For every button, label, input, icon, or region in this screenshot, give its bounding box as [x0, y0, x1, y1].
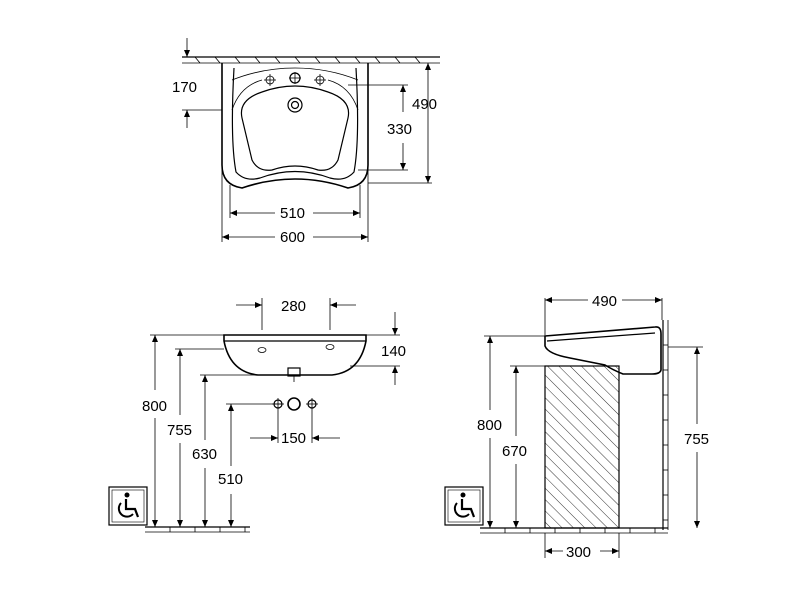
dim-tap-depth-label: 170	[172, 79, 197, 96]
side-view: 490	[444, 293, 709, 561]
dim-projection: 490	[544, 293, 663, 335]
wall-side	[662, 320, 669, 530]
dim-rim-height-front: 800	[142, 335, 167, 527]
dim-inner-width-label: 510	[280, 205, 305, 222]
dim-bowl-depth-label: 330	[387, 121, 412, 138]
dim-trap-height: 630	[192, 375, 217, 527]
wheelchair-icon	[444, 486, 484, 526]
top-view: 170 490 330 510	[172, 38, 440, 246]
dim-bowl-width: 280	[236, 298, 356, 330]
dim-rim-height-side: 800	[477, 335, 545, 528]
dim-bowl-depth: 330	[348, 84, 412, 171]
dim-pedestal-width-label: 300	[566, 544, 591, 561]
wheelchair-icon	[108, 486, 148, 526]
dim-bowl-width-label: 280	[281, 298, 306, 315]
dim-height-basin: 140	[350, 312, 406, 385]
dim-supply-height-label: 510	[218, 471, 243, 488]
dim-bracket-height: 755	[668, 346, 709, 528]
dim-rim-height-front-label: 800	[142, 398, 167, 415]
dim-total-depth-label: 490	[412, 96, 437, 113]
supply-connections	[272, 397, 318, 443]
pedestal-side	[544, 365, 620, 529]
basin-outline-front	[223, 334, 367, 376]
basin-bowl-top	[240, 85, 350, 171]
dim-supply-spacing: 150	[250, 430, 340, 447]
dim-height-basin-label: 140	[381, 343, 406, 360]
dim-pedestal-height: 670	[502, 365, 545, 528]
basin-rim-top	[231, 67, 359, 180]
dim-rim-height-side-label: 800	[477, 417, 502, 434]
wall-strip-top	[182, 56, 440, 64]
dim-total-width-label: 600	[280, 229, 305, 246]
basin-outline-side	[544, 326, 662, 375]
dim-total-depth: 490	[368, 63, 437, 184]
dim-tap-depth: 170	[172, 38, 222, 128]
dim-total-width: 600	[221, 168, 369, 246]
drain-top	[287, 97, 303, 113]
dim-projection-label: 490	[592, 293, 617, 310]
dim-pedestal-width: 300	[544, 533, 620, 561]
floor-side	[480, 527, 668, 534]
dim-supply-height: 510	[218, 404, 243, 527]
tap-holes-top	[264, 72, 326, 86]
front-view: 280 140	[108, 298, 406, 533]
dim-supply-spacing-label: 150	[281, 430, 306, 447]
dim-pedestal-height-label: 670	[502, 443, 527, 460]
basin-outline-top	[221, 63, 369, 189]
floor-front	[145, 526, 250, 533]
dim-bracket-height-label: 755	[684, 431, 709, 448]
dim-front-lower: 755	[167, 349, 192, 527]
dim-front-lower-label: 755	[167, 422, 192, 439]
dim-trap-height-label: 630	[192, 446, 217, 463]
dim-inner-width: 510	[229, 185, 361, 222]
